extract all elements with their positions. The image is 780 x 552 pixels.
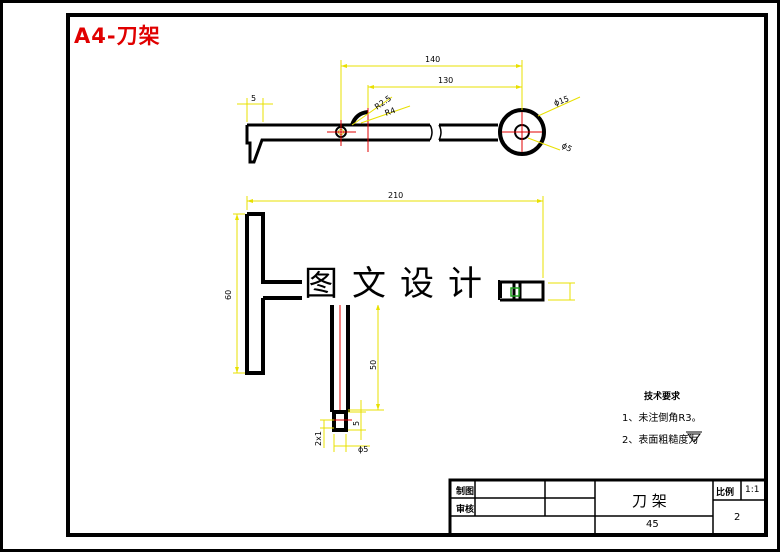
checked-label: 审核: [456, 505, 475, 515]
dim-5-mid-text: 5: [352, 421, 361, 426]
dim-r4-text: R4: [384, 106, 397, 118]
sheet-number: 2: [734, 512, 741, 523]
dim-5-top-text: 5: [251, 94, 256, 103]
note-item-2: 2、表面粗糙度为: [622, 435, 699, 446]
note-item-1: 1、未注倒角R3。: [622, 413, 702, 424]
material-value: 45: [646, 519, 659, 530]
part-name: 刀 架: [632, 492, 667, 510]
dim-lines-front: [233, 196, 575, 452]
scale-label: 比例: [716, 488, 735, 498]
hook-end-outline: [245, 123, 430, 164]
dim-210-text: 210: [388, 191, 403, 200]
top-view: [237, 60, 581, 164]
dim-140-text: 140: [425, 55, 440, 64]
title-block-border: [448, 478, 768, 537]
bump-arc: [350, 110, 369, 126]
drawn-label: 制图: [456, 487, 475, 497]
dim-phi5-top-text: ϕ5: [560, 141, 573, 154]
sheet-title: A4-刀架: [74, 24, 161, 48]
rod-end-hole: [510, 287, 520, 297]
title-block: [448, 478, 768, 537]
roughness-symbol: [686, 431, 702, 443]
break-line: [429, 124, 442, 141]
center-lines-top: [327, 104, 542, 152]
dim-50-text: 50: [369, 360, 378, 370]
title-block-grid: [450, 480, 766, 535]
dim-130-text: 130: [438, 76, 453, 85]
rod-end-outline: [500, 280, 545, 302]
inner-frame: [66, 13, 768, 537]
dim-phi5-bot-text: ϕ5: [358, 445, 368, 454]
rod-right-outline: [439, 123, 498, 142]
dimension-texts: 140 130 5 R2.5 R4 ϕ15 ϕ5 210 60 50 5 2x1…: [224, 55, 573, 454]
watermark: 图文设计: [302, 256, 498, 305]
stem-outline: [330, 298, 350, 432]
dim-60-text: 60: [224, 290, 233, 300]
notes-heading: 技术要求: [644, 392, 681, 402]
scale-value: 1:1: [745, 485, 760, 495]
dim-2x1-text: 2x1: [314, 431, 323, 446]
dim-lines-top: [237, 60, 581, 151]
front-view: [233, 196, 575, 452]
